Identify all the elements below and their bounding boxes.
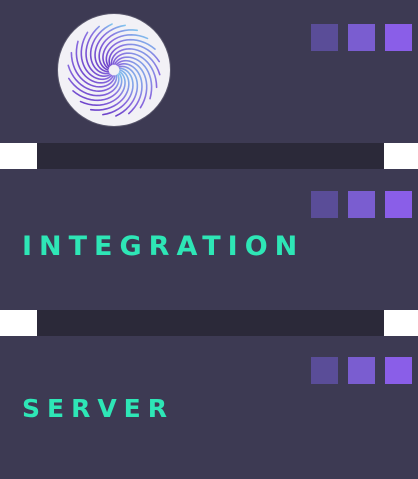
swirl-stroke: [75, 40, 114, 84]
indicator-square-mid: [348, 357, 375, 384]
swirl-stroke: [112, 52, 158, 89]
top-server-panel: [0, 0, 418, 143]
swirl-stroke: [67, 73, 120, 97]
swirl-stroke: [108, 43, 161, 67]
top-panel-indicator-squares: [311, 24, 412, 51]
swirl-stroke: [105, 38, 156, 68]
bottom-panel-indicator-squares: [311, 357, 412, 384]
swirl-stroke: [110, 48, 161, 76]
indicator-square-light: [385, 24, 412, 51]
swirl-stroke: [102, 67, 134, 116]
integration-label: INTEGRATION: [22, 231, 305, 262]
indicator-square-mid: [348, 191, 375, 218]
swirl-stroke: [80, 31, 113, 81]
swirl-stroke: [89, 23, 113, 75]
server-label: SERVER: [22, 394, 175, 423]
indicator-square-mid: [348, 24, 375, 51]
indicator-square-light: [385, 357, 412, 384]
swirl-logo-graphic: [67, 23, 161, 117]
indicator-square-dark: [311, 357, 338, 384]
swirl-stroke: [102, 34, 149, 70]
swirl-stroke: [115, 59, 148, 109]
swirl-stroke: [85, 25, 111, 77]
swirl-stroke: [79, 70, 126, 106]
rack-rail-upper: [37, 143, 384, 169]
indicator-square-dark: [311, 191, 338, 218]
swirl-stroke: [114, 56, 153, 100]
bottom-server-panel: [0, 336, 418, 479]
indicator-square-dark: [311, 24, 338, 51]
swirl-stroke: [94, 24, 126, 73]
swirl-stroke: [115, 65, 139, 117]
indicator-square-light: [385, 191, 412, 218]
swirl-stroke: [117, 63, 143, 115]
swirl-stroke: [70, 51, 116, 88]
swirl-stroke: [89, 69, 130, 111]
swirl-stroke: [98, 29, 139, 71]
swirl-stroke: [67, 64, 118, 92]
spiral-swirl-logo-icon: [58, 14, 170, 126]
swirl-stroke: [72, 72, 123, 102]
middle-panel-indicator-squares: [311, 191, 412, 218]
rack-rail-lower: [37, 310, 384, 336]
middle-server-panel: [0, 169, 418, 310]
